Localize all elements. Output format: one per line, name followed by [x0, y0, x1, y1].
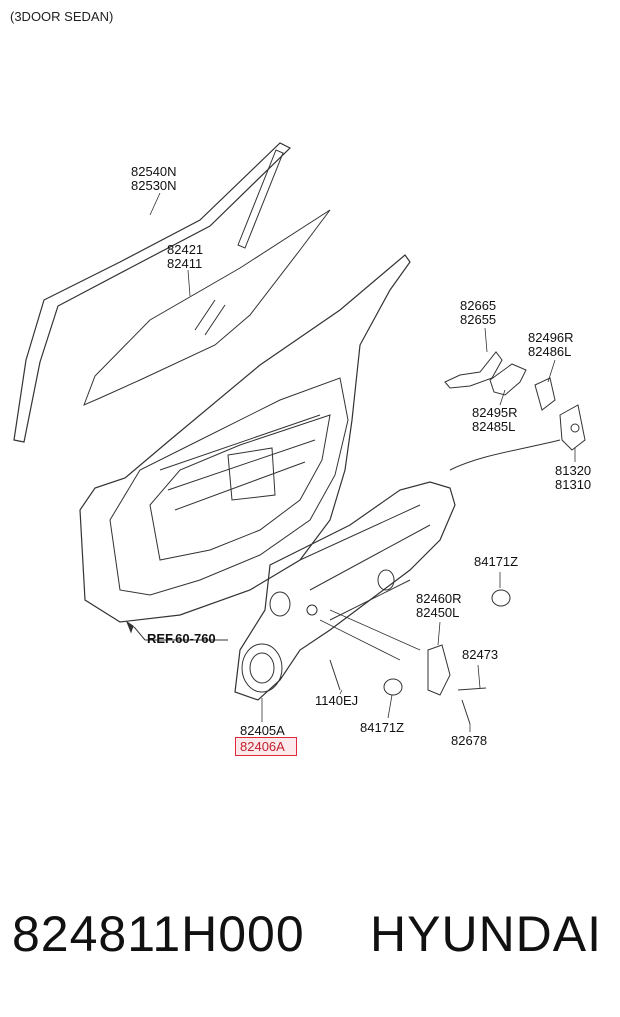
- label-84171Z-upper: 84171Z: [474, 554, 519, 569]
- highlighted-part-label[interactable]: 82406A: [235, 737, 297, 756]
- label-1140EJ: 1140EJ: [315, 693, 359, 708]
- label-82411: 82411: [167, 256, 203, 271]
- label-82486L: 82486L: [528, 344, 572, 359]
- outside-handle: [444, 351, 503, 389]
- label-81320: 81320: [555, 463, 592, 478]
- latch-bracket: [534, 377, 556, 411]
- label-84171Z-lower: 84171Z: [360, 720, 405, 735]
- regulator-motor: [427, 644, 451, 696]
- label-82665: 82665: [460, 298, 497, 313]
- diagram-variant-label: (3DOOR SEDAN): [10, 9, 114, 24]
- label-82405A: 82405A: [240, 723, 285, 738]
- label-82450L: 82450L: [416, 605, 460, 620]
- label-82485L: 82485L: [472, 419, 516, 434]
- label-82678: 82678: [451, 733, 488, 748]
- label-82473: 82473: [462, 647, 499, 662]
- bolt-1140ej: [329, 659, 341, 691]
- label-82495R: 82495R: [472, 405, 518, 420]
- label-81310: 81310: [555, 477, 592, 492]
- handle-bracket: [489, 363, 527, 396]
- bolt-82473: [457, 687, 487, 691]
- door-glass: [83, 209, 331, 406]
- part-number: 824811H000: [12, 906, 305, 962]
- grommet-lower: [383, 678, 403, 696]
- latch-cable: [449, 439, 561, 471]
- grommet-upper: [491, 589, 511, 607]
- door-parts-diagram: [13, 142, 586, 732]
- label-82496R: 82496R: [528, 330, 574, 345]
- label-82406A: 82406A: [240, 739, 285, 754]
- label-82460R: 82460R: [416, 591, 462, 606]
- label-82530N: 82530N: [131, 178, 177, 193]
- label-82540N: 82540N: [131, 164, 177, 179]
- ref-label: REF.60-760: [147, 631, 216, 646]
- label-82655: 82655: [460, 312, 497, 327]
- brand-name: HYUNDAI: [370, 906, 603, 962]
- door-shell: [79, 254, 411, 623]
- door-module-panel: [234, 481, 456, 701]
- screw-82678: [461, 699, 471, 725]
- window-run-channel: [13, 142, 292, 443]
- door-latch: [559, 404, 586, 451]
- label-82421: 82421: [167, 242, 204, 257]
